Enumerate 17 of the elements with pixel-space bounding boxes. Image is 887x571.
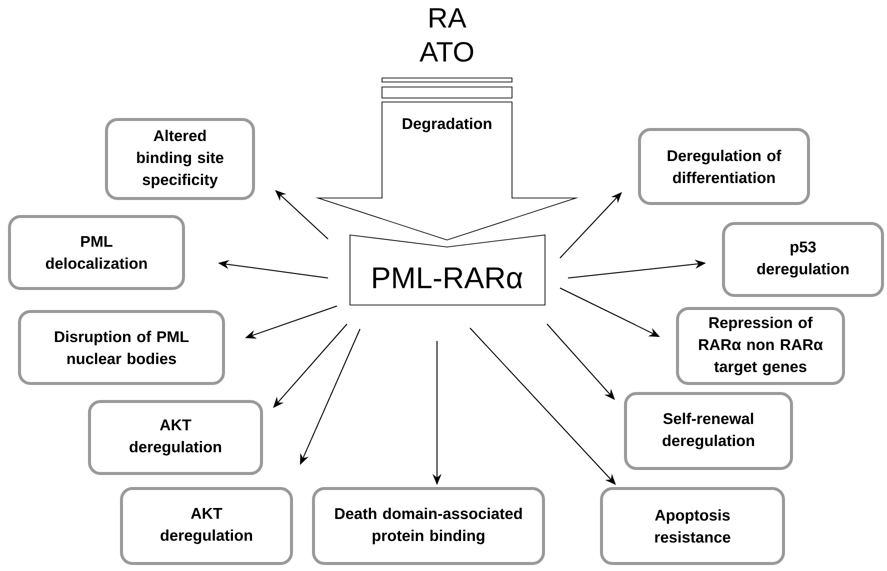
arrow: [275, 190, 328, 240]
arrow: [560, 192, 622, 258]
effect-box: Disruption of PML nuclear bodies: [18, 310, 225, 385]
arrow: [470, 328, 616, 485]
effect-box: Repression of RARα non RARα target genes: [676, 307, 845, 385]
effect-box: AKT deregulation: [120, 487, 293, 565]
effect-box: Apoptosis resistance: [600, 487, 785, 565]
arrow: [546, 324, 615, 400]
effect-box: PML delocalization: [8, 215, 185, 290]
effect-box: p53 deregulation: [722, 222, 884, 297]
effect-box: Altered binding site specificity: [105, 118, 255, 200]
treatment-label: RA ATO: [420, 8, 474, 62]
effect-box: AKT deregulation: [88, 400, 263, 475]
effect-box: Deregulation of differentiation: [638, 128, 810, 205]
effect-box: Death domain-associated protein binding: [312, 487, 545, 565]
effect-box: Self-renewal deregulation: [624, 392, 793, 470]
target-box: PML-RARα: [350, 234, 546, 306]
